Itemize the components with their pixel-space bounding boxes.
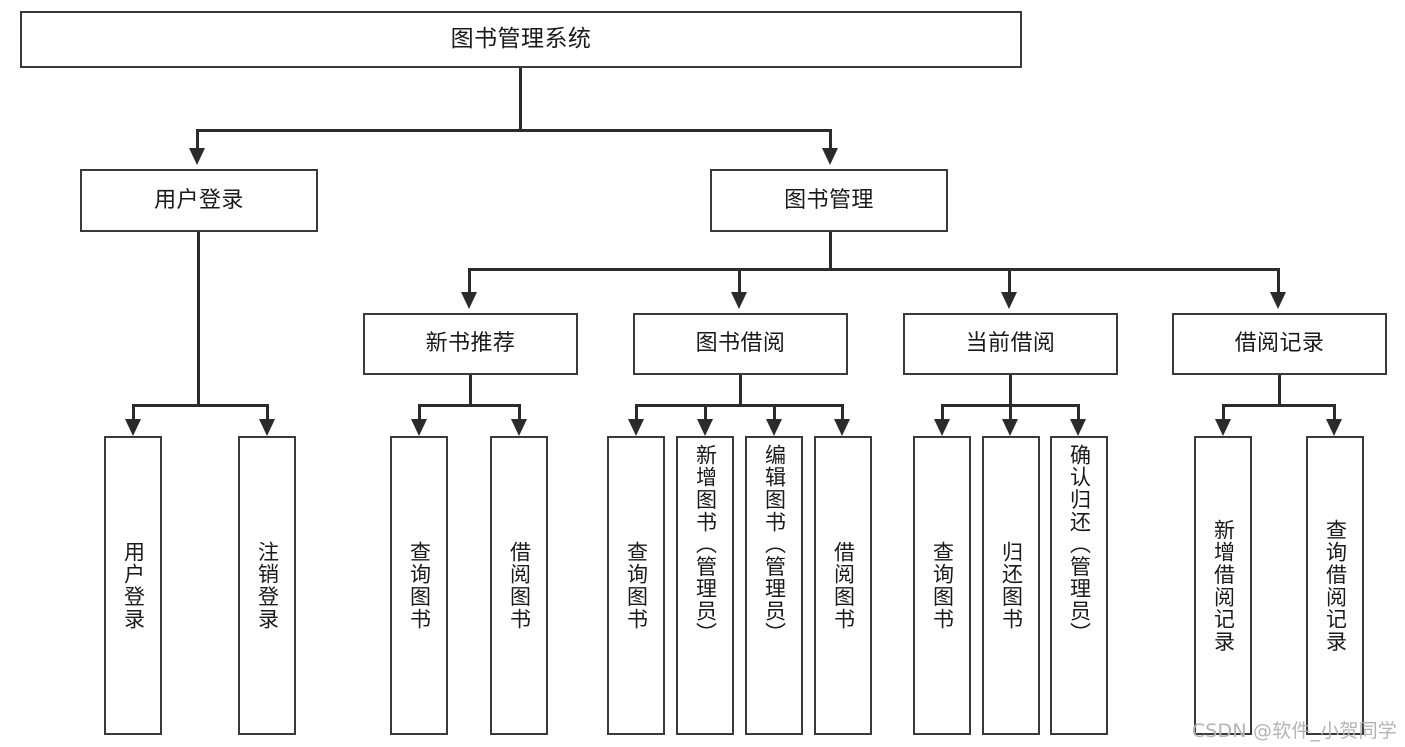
arrowhead-nb-borrow bbox=[511, 419, 527, 436]
connector-drop-book-borrow bbox=[738, 268, 741, 294]
connector-level3-bus bbox=[468, 268, 1280, 271]
connector-user-login-stem bbox=[197, 232, 200, 406]
node-label: 查询图书 bbox=[407, 540, 432, 631]
connector-drop-bb-lend bbox=[841, 404, 844, 420]
leaf-br-add-record[interactable]: 新增借阅记录 bbox=[1194, 436, 1252, 735]
node-new-book-recommend[interactable]: 新书推荐 bbox=[363, 313, 578, 375]
arrowhead-cb-return bbox=[1002, 419, 1018, 436]
arrowhead-leaf-logout bbox=[259, 419, 275, 436]
node-label: 借阅图书 bbox=[831, 540, 856, 631]
arrowhead-bb-query bbox=[628, 419, 644, 436]
connector-drop-cb-return bbox=[1009, 404, 1012, 420]
connector-drop-nb-borrow bbox=[518, 404, 521, 420]
connector-new-book-bus bbox=[418, 404, 521, 407]
connector-drop-bb-add bbox=[704, 404, 707, 420]
leaf-cb-confirm-return-admin[interactable]: 确认归还（管理员） bbox=[1050, 436, 1108, 735]
arrowhead-user-login bbox=[189, 148, 205, 165]
node-label: 新书推荐 bbox=[425, 331, 516, 357]
arrowhead-new-book bbox=[461, 292, 477, 309]
leaf-cb-return-book[interactable]: 归还图书 bbox=[982, 436, 1040, 735]
connector-drop-user-login bbox=[196, 129, 199, 150]
connector-drop-cb-confirm bbox=[1077, 404, 1080, 420]
node-label: 用户登录 bbox=[121, 540, 146, 631]
node-label: 图书管理系统 bbox=[450, 25, 592, 52]
connector-user-login-bus bbox=[132, 404, 269, 407]
connector-drop-br-query bbox=[1333, 404, 1336, 420]
arrowhead-bb-add bbox=[697, 419, 713, 436]
connector-root-stem bbox=[519, 68, 522, 131]
connector-drop-new-book bbox=[468, 268, 471, 294]
node-book-management[interactable]: 图书管理 bbox=[710, 169, 948, 232]
node-label: 用户登录 bbox=[154, 187, 244, 213]
arrowhead-book-borrow bbox=[731, 292, 747, 309]
connector-borrow-record-bus bbox=[1222, 404, 1336, 407]
node-label: 新增借阅记录 bbox=[1211, 518, 1236, 653]
leaf-user-login[interactable]: 用户登录 bbox=[104, 436, 162, 735]
leaf-nb-borrow-book[interactable]: 借阅图书 bbox=[490, 436, 548, 735]
arrowhead-book-manage bbox=[822, 148, 838, 165]
node-label: 图书管理 bbox=[784, 187, 874, 213]
connector-book-borrow-bus bbox=[635, 404, 843, 407]
connector-new-book-stem bbox=[469, 375, 472, 406]
node-label: 查询图书 bbox=[930, 540, 955, 631]
arrowhead-leaf-user-login bbox=[125, 419, 141, 436]
arrowhead-current-borrow bbox=[1001, 292, 1017, 309]
arrowhead-br-add bbox=[1215, 419, 1231, 436]
node-label: 新增图书（管理员） bbox=[693, 444, 718, 645]
connector-book-borrow-stem bbox=[739, 375, 742, 406]
node-root-system[interactable]: 图书管理系统 bbox=[20, 11, 1022, 68]
node-borrow-record[interactable]: 借阅记录 bbox=[1172, 313, 1387, 375]
node-label: 查询图书 bbox=[624, 540, 649, 631]
node-label: 当前借阅 bbox=[965, 331, 1056, 357]
leaf-logout[interactable]: 注销登录 bbox=[238, 436, 296, 735]
node-label: 注销登录 bbox=[255, 540, 280, 631]
connector-drop-leaf-user-login bbox=[132, 404, 135, 420]
node-label: 借阅记录 bbox=[1234, 331, 1325, 357]
connector-drop-nb-query bbox=[418, 404, 421, 420]
connector-current-borrow-stem bbox=[1009, 375, 1012, 406]
arrowhead-bb-lend bbox=[834, 419, 850, 436]
arrowhead-br-query bbox=[1326, 419, 1342, 436]
node-current-borrow[interactable]: 当前借阅 bbox=[903, 313, 1118, 375]
node-book-borrow[interactable]: 图书借阅 bbox=[633, 313, 848, 375]
leaf-cb-query-book[interactable]: 查询图书 bbox=[913, 436, 971, 735]
leaf-bb-add-book-admin[interactable]: 新增图书（管理员） bbox=[676, 436, 734, 735]
arrowhead-nb-query bbox=[411, 419, 427, 436]
arrowhead-cb-confirm bbox=[1070, 419, 1086, 436]
connector-drop-cb-query bbox=[941, 404, 944, 420]
connector-root-bus bbox=[196, 129, 832, 132]
node-label: 编辑图书（管理员） bbox=[762, 444, 787, 645]
leaf-bb-query-book[interactable]: 查询图书 bbox=[607, 436, 665, 735]
leaf-bb-edit-book-admin[interactable]: 编辑图书（管理员） bbox=[745, 436, 803, 735]
connector-drop-current-borrow bbox=[1008, 268, 1011, 294]
connector-drop-br-add bbox=[1222, 404, 1225, 420]
node-label: 查询借阅记录 bbox=[1323, 518, 1348, 653]
node-label: 确认归还（管理员） bbox=[1067, 444, 1092, 645]
node-label: 借阅图书 bbox=[507, 540, 532, 631]
node-label: 归还图书 bbox=[999, 540, 1024, 631]
connector-drop-borrow-record bbox=[1277, 268, 1280, 294]
connector-book-manage-stem bbox=[829, 232, 832, 270]
connector-borrow-record-stem bbox=[1278, 375, 1281, 406]
leaf-bb-lend-book[interactable]: 借阅图书 bbox=[814, 436, 872, 735]
arrowhead-bb-edit bbox=[766, 419, 782, 436]
leaf-nb-query-book[interactable]: 查询图书 bbox=[390, 436, 448, 735]
connector-drop-bb-edit bbox=[773, 404, 776, 420]
arrowhead-borrow-record bbox=[1270, 292, 1286, 309]
connector-drop-book-manage bbox=[829, 129, 832, 150]
connector-drop-leaf-logout bbox=[266, 404, 269, 420]
node-label: 图书借阅 bbox=[695, 331, 786, 357]
connector-drop-bb-query bbox=[635, 404, 638, 420]
node-user-login[interactable]: 用户登录 bbox=[80, 169, 318, 232]
arrowhead-cb-query bbox=[934, 419, 950, 436]
leaf-br-query-record[interactable]: 查询借阅记录 bbox=[1306, 436, 1364, 735]
